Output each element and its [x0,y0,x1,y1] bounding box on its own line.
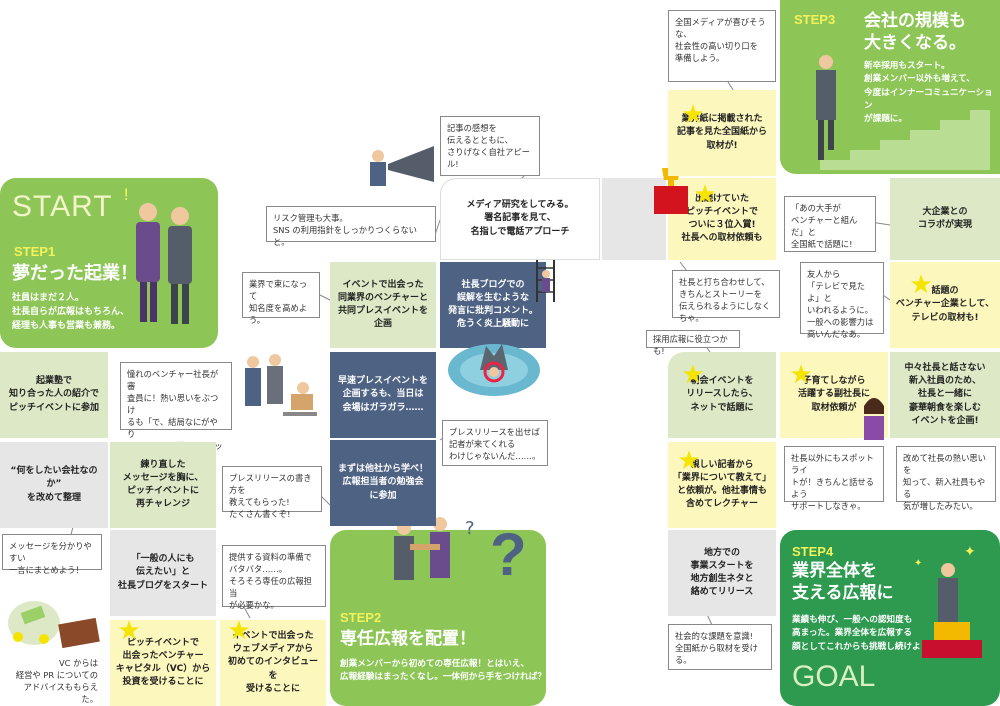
money-illustration [8,601,100,649]
square-shitashii: 親しい記者から 「業界について教えて」 と依頼が。他社事情も 含めてレクチャー [668,442,776,528]
svg-text:✦: ✦ [964,544,976,560]
square-benkyo: まずは他社から学べ！ 広報担当者の勉強会 に参加 [330,440,436,526]
step3-label: STEP3 [794,12,836,27]
star-icon: ★ [227,616,251,646]
note-gyokai-chimei: 業界で束になって 知名度を高めよう。 [242,272,320,325]
note-press-dase: プレスリリースを出せば 記者が来てくれる わけじゃないんだ……。 [442,420,548,466]
square-kyodo: イベントで出会った 同業界のベンチャーと 共同プレスイベントを 企画 [330,262,436,348]
star-icon: ★ [681,360,705,390]
step4-panel: STEP4 業界全体を 支える広報に 業績も伸び、一般への認知度も 高まった。業… [780,530,1000,706]
square-naniwo: “何をしたい会社なのか” を改めて整理 [0,442,108,528]
square-media: メディア研究をしてみる。 署名記事を見て、 名指しで電話アプローチ [440,178,600,260]
podium-illustration: ✦ ✦ [914,544,982,658]
megaphone-illustration [370,146,434,186]
star-icon: ★ [693,180,717,210]
start-panel: START STEP1 夢だった起業！ 社員はまだ２人。 社長自らが広報はもちろ… [0,178,218,348]
step3-title: 会社の規模も 大きくなる。 [864,11,966,54]
square-kigyo: 起業塾で 知り合った人の紹介で ピッチイベントに参加 [0,352,108,438]
step4-desc: 業績も伸び、一般への認知度も 高まった。業界全体を広報する 顔としてこれからも挑… [792,615,938,652]
note-ano: 「あの大手が ベンチャーと組んだ」と 全国紙で話題に! [784,196,876,252]
step1-desc: 社員はまだ２人。 社長自らが広報はもちろん、 経理も人事も営業も兼務。 [12,293,130,331]
square-asakai: 朝会イベントを リリースしたら、 ネットで話題に [668,352,776,438]
note-akogare: 憧れのベンチャー社長が審 査員に！熱い思いをぶつけ るも「で、結局なにがやり た… [120,362,232,463]
judges-illustration [245,354,317,416]
note-shakai: 社会的な課題を意識! 全国紙から取材を受ける。 [668,624,772,670]
square-blog: 社長ブログでの 誤解を生むような 発言に批判コメント。 危うく炎上騒動に [440,262,546,348]
square-chuko: 中々社長と話さない 新入社員のため、 社長と一緒に 豪華朝食を楽しむ イベントを… [890,352,1000,438]
stairs-illustration [790,55,990,170]
square-gyokai: 業界紙に掲載された 記事を見た全国紙から 取材が! [668,90,776,176]
note-risk: リスク管理も大事。 SNS の利用指針をしっかりつくらないと。 [266,206,436,247]
star-icon: ★ [909,270,933,300]
note-vc: VC からは 経営や PR についての アドバイスももらえた。 [15,658,98,705]
step2-desc: 創業メンバーから初めての専任広報！とはいえ、 広報経験はまったくなし。一体何から… [340,659,546,683]
star-icon: ★ [117,616,141,646]
svg-text:!: ! [123,185,129,204]
step4-title: 業界全体を 支える広報に [792,561,894,604]
star-icon: ★ [677,446,701,476]
square-web-media: イベントで出会った ウェブメディアから 初めてのインタビューを 受けることに [220,620,326,706]
square-ippan: 「一般の人にも 伝えたい」と 社長ブログをスタート [110,530,216,616]
note-teikyo: 提供する資料の準備で バタバタ……。 そろそろ専任の広報担当 が必要かな。 [222,545,326,610]
founders-illustration: ! [123,185,192,324]
svg-text:?: ? [490,521,527,588]
square-wadai: 話題の ベンチャー企業として、 テレビの取材も! [890,262,1000,348]
goal-label: GOAL [792,660,876,693]
step3-panel: STEP3 会社の規模も 大きくなる。 新卒採用もスタート。 創業メンバー以外も… [780,0,1000,174]
square-pitch-vc: ピッチイベントで 出会ったベンチャー キャピタル（VC）から 投資を受けることに [110,620,216,706]
svg-text:✦: ✦ [914,558,922,569]
step3-desc: 新卒採用もスタート。 創業メンバー以外も増えて、 今度はインナーコミュニケーショ… [864,61,993,125]
note-yujin: 友人から 「テレビで見たよ」と いわれるように。 一般への影響力は 高いんだなあ… [800,262,884,339]
svg-text:?: ? [465,518,475,539]
note-saiyo: 採用広報に役立つかも! [646,330,740,356]
note-aratamete: 改めて社長の熱い思いを 知って、新入社員もやる 気が増したみたい。 [896,446,996,511]
note-press-kata: プレスリリースの書き方を 教えてもらった! たくさん書くぞ! [222,466,322,519]
square-neri: 練り直した メッセージを胸に、 ピッチイベントに 再チャレンジ [110,442,216,528]
vice-president-illustration [864,398,884,440]
square-sokutatsu: 早速プレスイベントを 企画するも、当日は 会場はガラガラ…… [330,352,436,438]
shark-illustration [448,344,540,396]
step1-title: 夢だった起業！ [12,263,138,284]
confused-staff-illustration: ? ? [394,517,527,588]
square-chiho: 地方での 事業スタートを 地方創生ネタと 絡めてリリース [668,530,776,616]
square-daikigyo: 大企業との コラボが実現 [890,178,1000,260]
step2-label: STEP2 [340,610,382,625]
star-icon: ★ [681,100,705,130]
star-icon: ★ [789,360,813,390]
step1-label: STEP1 [14,244,56,259]
note-kiji: 記事の感想を 伝えるとともに、 さりげなく自社アピール! [440,116,540,176]
note-shainigai: 社長以外にもスポットライ トが！きちんと話せるよう サポートしなきゃ。 [784,446,884,511]
step4-label: STEP4 [792,544,834,559]
step2-title: 専任広報を配置！ [340,629,476,649]
note-zenkoku: 全国メディアが喜びそうな、 社会性の高い切り口を 準備しよう。 [668,10,776,82]
note-uchiawase: 社長と打ち合わせして、 きちんとストーリーを 伝えられるようにしなくちゃ。 [672,270,780,323]
note-message: メッセージを分かりやすい 一言にまとめよう！ [2,534,102,575]
start-label: START [12,190,113,223]
